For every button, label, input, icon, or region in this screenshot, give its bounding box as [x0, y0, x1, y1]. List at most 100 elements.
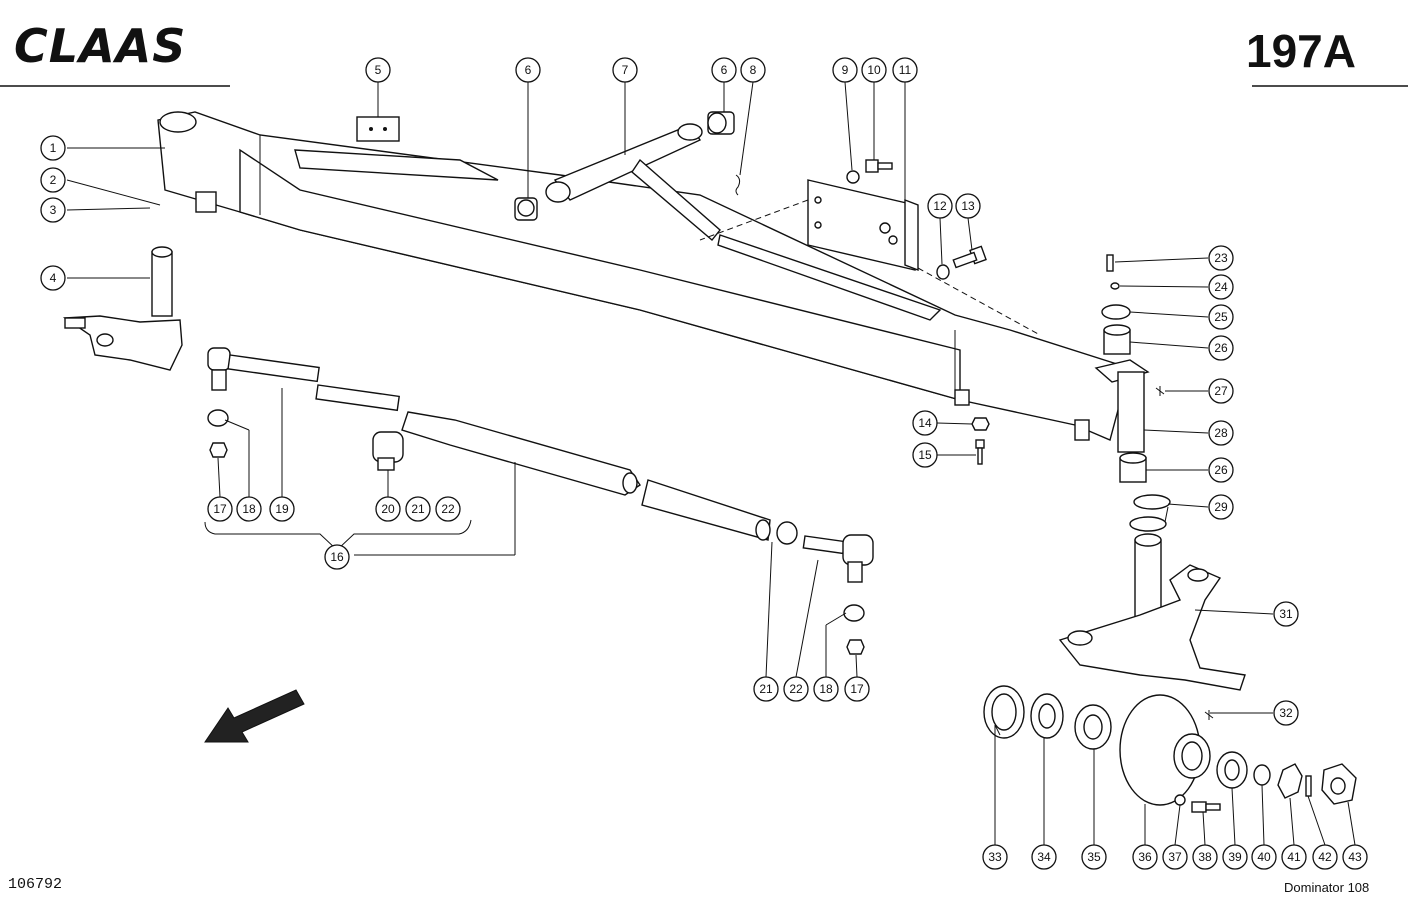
tie-rod-tube — [401, 411, 771, 541]
svg-text:11: 11 — [899, 63, 912, 77]
washer-12 — [936, 264, 950, 280]
page-code: 197A — [1246, 25, 1356, 77]
callout-26b: 26 — [1208, 457, 1234, 483]
callout-4: 4 — [40, 265, 66, 291]
callout-19: 19 — [269, 496, 295, 522]
callout-26a: 26 — [1208, 335, 1234, 361]
brand-logo: CLAAS — [14, 19, 186, 73]
svg-text:24: 24 — [1214, 280, 1228, 294]
callout-18b: 18 — [813, 676, 839, 702]
mount-plate-11 — [807, 179, 919, 272]
hub-assembly — [983, 685, 1357, 813]
svg-text:19: 19 — [275, 502, 289, 516]
svg-text:6: 6 — [525, 63, 532, 77]
callout-17a: 17 — [207, 496, 233, 522]
svg-text:35: 35 — [1087, 850, 1101, 864]
a-frame — [545, 123, 721, 242]
svg-text:17: 17 — [850, 682, 864, 696]
clip-8 — [735, 174, 741, 196]
svg-text:6: 6 — [721, 63, 728, 77]
callout-37: 37 — [1162, 844, 1188, 870]
callout-23: 23 — [1208, 245, 1234, 271]
nut-14 — [971, 417, 990, 431]
svg-text:8: 8 — [750, 63, 757, 77]
svg-text:7: 7 — [622, 63, 629, 77]
callout-3: 3 — [40, 197, 66, 223]
svg-text:36: 36 — [1138, 850, 1152, 864]
leader-lines — [66, 81, 1356, 846]
nut-17-right — [846, 639, 865, 655]
nut-17-left — [209, 442, 228, 458]
callout-1: 1 — [40, 135, 66, 161]
callout-15: 15 — [912, 442, 938, 468]
svg-text:18: 18 — [819, 682, 833, 696]
svg-text:37: 37 — [1168, 850, 1182, 864]
svg-text:12: 12 — [933, 199, 947, 213]
callout-32: 32 — [1273, 700, 1299, 726]
svg-text:33: 33 — [988, 850, 1002, 864]
kingpin-assembly — [1094, 254, 1171, 532]
arrow-icon — [204, 689, 305, 743]
callout-21b: 21 — [753, 676, 779, 702]
svg-text:34: 34 — [1037, 850, 1051, 864]
drawing-number: 106792 — [8, 876, 62, 893]
svg-text:16: 16 — [330, 550, 344, 564]
svg-text:40: 40 — [1257, 850, 1271, 864]
callout-40: 40 — [1251, 844, 1277, 870]
axle-beam — [157, 111, 1123, 441]
callout-35: 35 — [1081, 844, 1107, 870]
svg-text:42: 42 — [1318, 850, 1332, 864]
svg-text:41: 41 — [1287, 850, 1301, 864]
steering-knuckle-right — [1058, 533, 1246, 691]
svg-text:38: 38 — [1198, 850, 1212, 864]
svg-text:22: 22 — [789, 682, 803, 696]
svg-text:43: 43 — [1348, 850, 1362, 864]
svg-text:5: 5 — [375, 63, 382, 77]
callout-6b: 6 — [711, 57, 737, 83]
svg-text:26: 26 — [1214, 341, 1228, 355]
bolt-13 — [952, 245, 987, 269]
svg-text:23: 23 — [1214, 251, 1228, 265]
model-name: Dominator 108 — [1284, 880, 1369, 895]
callout-18a: 18 — [236, 496, 262, 522]
callout-38: 38 — [1192, 844, 1218, 870]
svg-text:22: 22 — [441, 502, 455, 516]
tie-rod-sleeve — [315, 384, 400, 412]
svg-text:10: 10 — [867, 63, 881, 77]
callout-43: 43 — [1342, 844, 1368, 870]
callout-25: 25 — [1208, 304, 1234, 330]
svg-text:17: 17 — [213, 502, 227, 516]
bolt-10 — [865, 159, 893, 173]
tie-rod-end-right — [802, 534, 874, 583]
svg-text:9: 9 — [842, 63, 849, 77]
svg-text:2: 2 — [50, 173, 57, 187]
callout-21a: 21 — [405, 496, 431, 522]
callout-2: 2 — [40, 167, 66, 193]
svg-text:39: 39 — [1228, 850, 1242, 864]
steering-knuckle-left — [62, 246, 183, 371]
header: CLAAS 197A — [0, 19, 1408, 87]
svg-text:27: 27 — [1214, 384, 1228, 398]
callout-29: 29 — [1208, 494, 1234, 520]
tie-rod-end-left — [207, 347, 320, 391]
callout-13: 13 — [955, 193, 981, 219]
svg-text:32: 32 — [1279, 706, 1293, 720]
callout-14: 14 — [912, 410, 938, 436]
nut-21 — [776, 521, 798, 545]
callout-17b: 17 — [844, 676, 870, 702]
castle-nut-18-right — [843, 604, 865, 622]
callout-27: 27 — [1208, 378, 1234, 404]
svg-text:26: 26 — [1214, 463, 1228, 477]
clamp-20 — [372, 431, 404, 471]
callout-24: 24 — [1208, 274, 1234, 300]
svg-text:1: 1 — [50, 141, 57, 155]
callout-28: 28 — [1208, 420, 1234, 446]
svg-text:18: 18 — [242, 502, 256, 516]
callout-5: 5 — [365, 57, 391, 83]
callout-31: 31 — [1273, 601, 1299, 627]
callout-12: 12 — [927, 193, 953, 219]
svg-text:25: 25 — [1214, 310, 1228, 324]
svg-text:21: 21 — [411, 502, 425, 516]
bolt-15 — [975, 439, 985, 465]
callout-9: 9 — [832, 57, 858, 83]
